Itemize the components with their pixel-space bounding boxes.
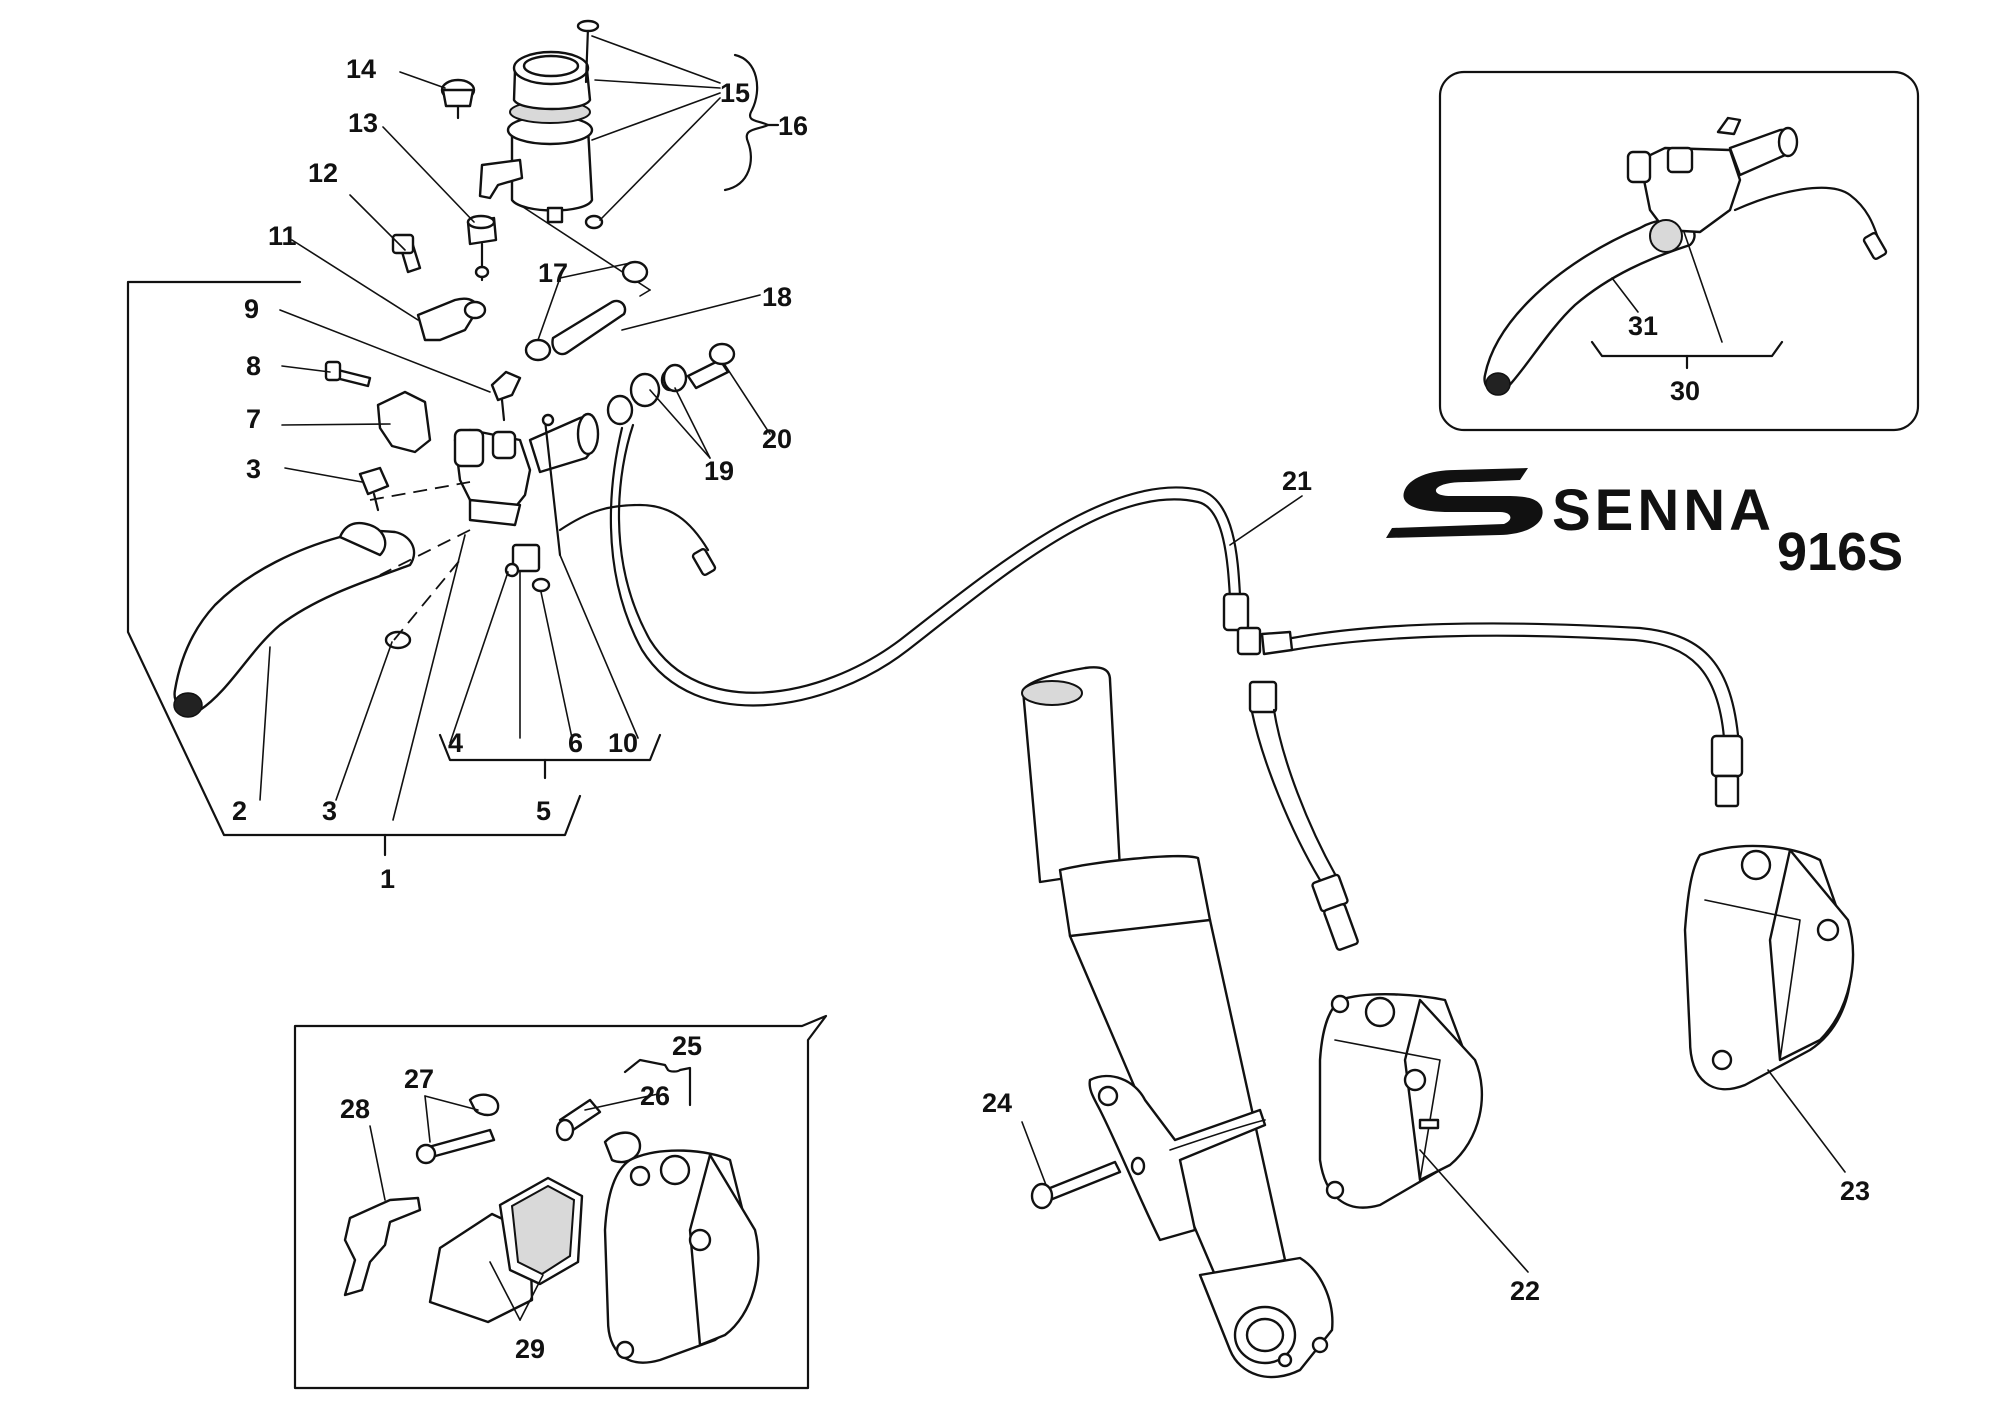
callout-29: 29 xyxy=(515,1334,545,1364)
callout-13: 13 xyxy=(348,108,378,138)
master-cylinder-assembly xyxy=(126,19,780,857)
callout-28: 28 xyxy=(340,1094,370,1124)
model-number: 916S xyxy=(1777,522,1903,582)
callout-21: 21 xyxy=(1282,466,1312,496)
callout-6: 6 xyxy=(568,728,583,758)
senna-s-emblem xyxy=(1386,468,1543,538)
callout-16: 16 xyxy=(778,111,808,141)
callout-2: 2 xyxy=(232,796,247,826)
callout-22: 22 xyxy=(1510,1276,1540,1306)
callout-30: 30 xyxy=(1670,376,1700,406)
callout-15: 15 xyxy=(720,78,750,108)
callout-5: 5 xyxy=(536,796,551,826)
callout-9: 9 xyxy=(244,294,259,324)
callout-7: 7 xyxy=(246,404,261,434)
fork-leg xyxy=(1021,666,1334,1379)
callout-3-upper: 3 xyxy=(246,454,261,484)
callout-31: 31 xyxy=(1628,311,1658,341)
callout-27: 27 xyxy=(404,1064,434,1094)
right-brake-caliper xyxy=(1683,844,1855,1091)
callout-4: 4 xyxy=(448,728,463,758)
leader-lines xyxy=(259,35,1846,1321)
callout-3-lower: 3 xyxy=(322,796,337,826)
senna-logo: SENNA xyxy=(1386,468,1775,543)
caliper-parts-inset xyxy=(293,1014,828,1390)
handlebar-clamp xyxy=(376,390,432,454)
callout-19: 19 xyxy=(704,456,734,486)
callout-17: 17 xyxy=(538,258,568,288)
front-brake-hose xyxy=(609,423,1744,951)
left-brake-caliper xyxy=(1318,993,1484,1209)
callout-10: 10 xyxy=(608,728,638,758)
alternate-lever-inset xyxy=(1438,70,1920,432)
callout-25: 25 xyxy=(672,1031,702,1061)
callout-14: 14 xyxy=(346,54,376,84)
brake-lever xyxy=(173,529,416,713)
part-callouts: 1 2 3 3 4 5 6 7 8 9 10 11 12 13 14 15 16… xyxy=(232,54,1870,1364)
callout-24: 24 xyxy=(982,1088,1012,1118)
callout-23: 23 xyxy=(1840,1176,1870,1206)
callout-1: 1 xyxy=(380,864,395,894)
brand-name: SENNA xyxy=(1552,478,1775,543)
callout-8: 8 xyxy=(246,351,261,381)
callout-12: 12 xyxy=(308,158,338,188)
callout-20: 20 xyxy=(762,424,792,454)
reservoir-hose xyxy=(551,299,627,356)
callout-11: 11 xyxy=(268,221,297,251)
callout-26: 26 xyxy=(640,1081,670,1111)
callout-18: 18 xyxy=(762,282,792,312)
